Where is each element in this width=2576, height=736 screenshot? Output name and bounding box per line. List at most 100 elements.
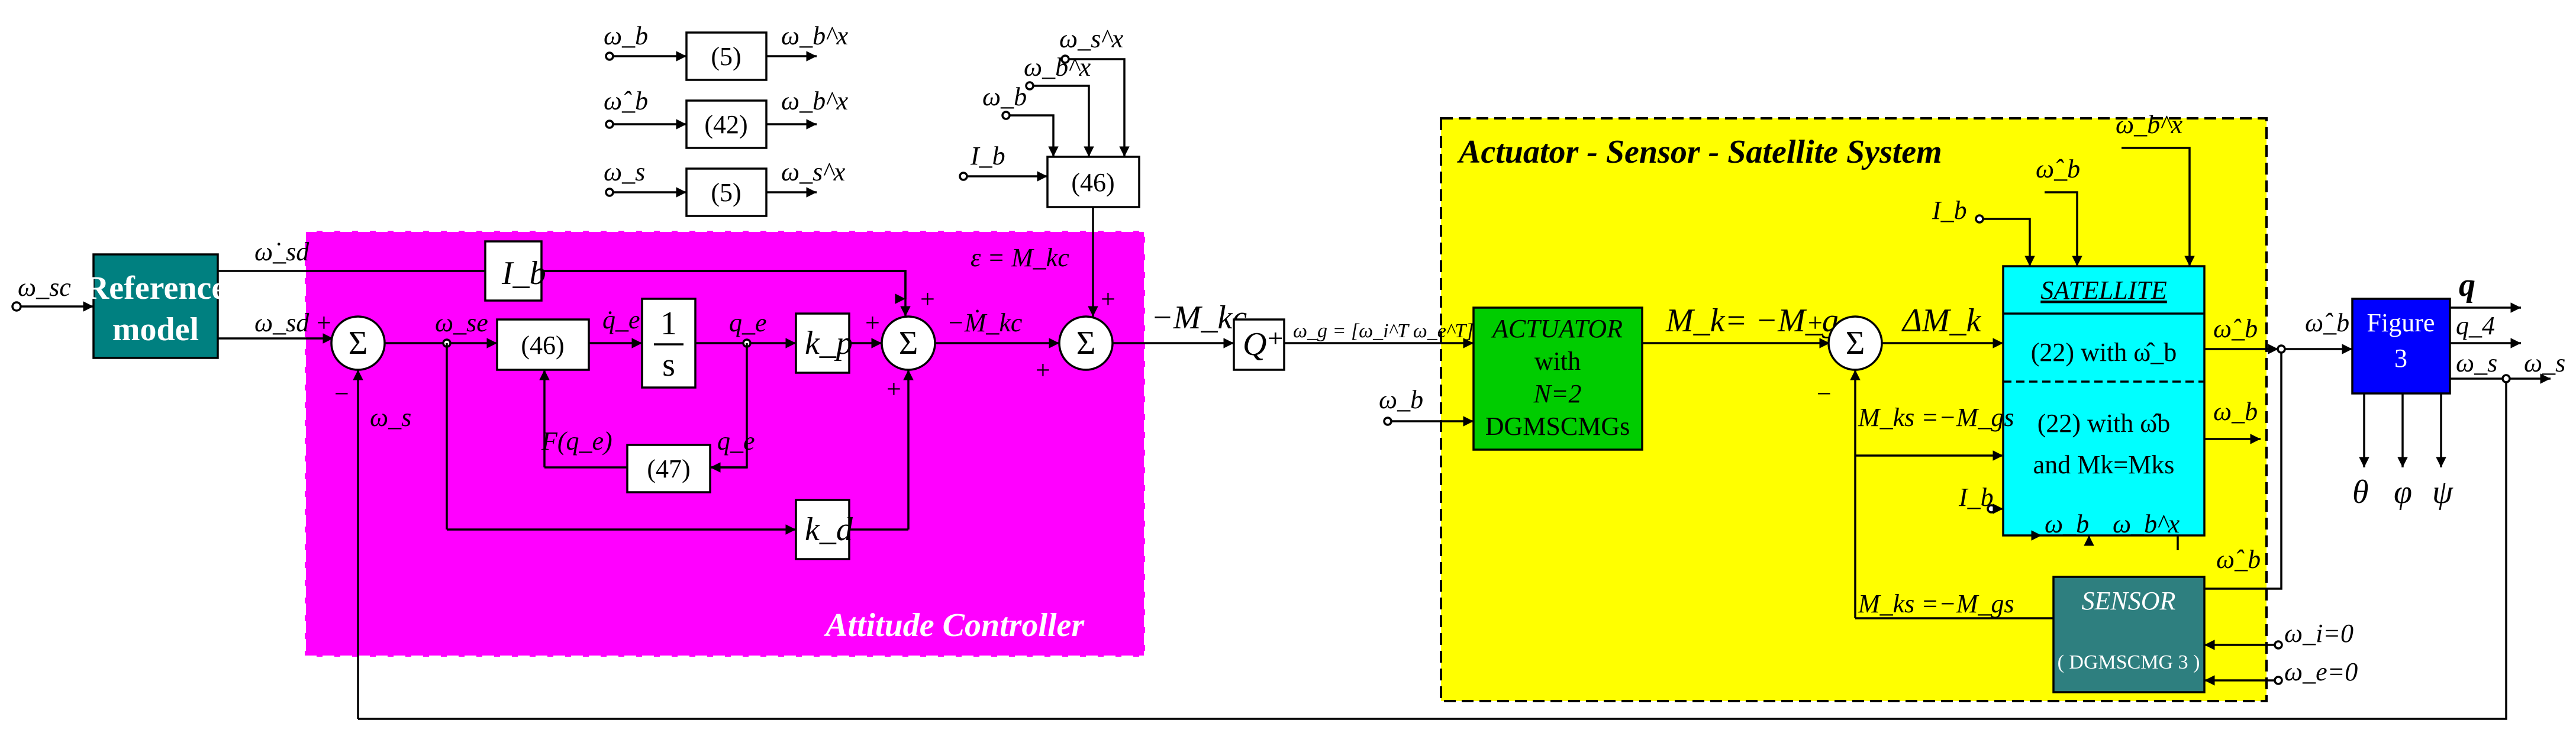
m-kc-dot-label: −Ṁ_kc (947, 308, 1023, 337)
psi-label: ψ (2432, 474, 2454, 511)
ib-top-label: I_b (970, 141, 1005, 170)
svg-text:SATELLITE: SATELLITE (2040, 276, 2167, 305)
svg-text:ω_s^x: ω_s^x (781, 157, 846, 186)
satellite-block (2002, 265, 2206, 537)
svg-text:k_p: k_p (805, 325, 853, 361)
w-s-feedback-label: ω_s (370, 403, 411, 432)
svg-text:Σ: Σ (1846, 325, 1865, 361)
controller-region-label: Attitude Controller (824, 607, 1085, 644)
svg-text:+: + (1808, 308, 1823, 337)
svg-text:+: + (1101, 285, 1115, 314)
svg-text:ω̂_b: ω̂_b (2305, 308, 2349, 337)
eq5a-block (685, 31, 768, 81)
q-e-dot-label: q̇_e (602, 305, 640, 334)
w-b-hat-out-label: ω̂_b (2213, 314, 2258, 343)
svg-text:ω_s: ω_s (604, 157, 645, 186)
integrator-block (641, 298, 697, 389)
m-k-label: M_k= −M_g (1665, 302, 1839, 339)
svg-text:+: + (886, 375, 901, 403)
svg-text:(5): (5) (711, 178, 741, 207)
svg-text:ω_b^x: ω_b^x (781, 21, 849, 50)
svg-text:ω_b^x: ω_b^x (2116, 110, 2183, 139)
svg-text:q_e: q_e (717, 427, 755, 456)
q4-label: q_4 (2456, 311, 2495, 340)
svg-text:I_b: I_b (1932, 196, 1967, 225)
figure3-block (2351, 298, 2451, 395)
minus-m-kc-label: −M_kc (1151, 299, 1247, 336)
svg-text:Figure: Figure (2367, 308, 2435, 337)
pseudo-inverse-block (1233, 318, 1285, 371)
svg-text:ω_b: ω_b (1379, 385, 1423, 414)
delta-m-k-label: ΔM_k (1901, 302, 1982, 339)
gain-kd-block (795, 499, 850, 560)
gain-ib-label: I_b (501, 255, 546, 292)
svg-text:I_b: I_b (1958, 483, 1994, 512)
eps-label: ε = M_kc (971, 243, 1069, 272)
f-qe-label: F(q_e) (541, 427, 612, 456)
svg-text:(22) with ω̂b: (22) with ω̂b (2037, 409, 2171, 438)
reference-model-label: Reference (85, 270, 226, 306)
svg-text:+: + (865, 308, 880, 337)
svg-text:Σ: Σ (899, 325, 918, 361)
svg-text:(22) with ω̂_b: (22) with ω̂_b (2031, 338, 2177, 367)
svg-text:and Mk=Mks: and Mk=Mks (2033, 450, 2175, 479)
w-sd-dot-label: ω̇_sd (254, 237, 309, 266)
svg-text:s: s (662, 347, 675, 383)
sensor-block (2052, 576, 2206, 693)
svg-text:(42): (42) (704, 110, 747, 139)
eq47-block (626, 444, 711, 493)
svg-text:( DGMSCMG 3 ): ( DGMSCMG 3 ) (2058, 651, 2200, 673)
eq46-top-block (1046, 156, 1140, 208)
svg-text:ω_s: ω_s (2524, 348, 2565, 377)
gain-kp-block (795, 312, 850, 374)
svg-text:(5): (5) (711, 42, 741, 71)
w-g-label: ω_g = [ω_i^T ω_e^T]^T (1293, 320, 1495, 342)
svg-text:+: + (317, 308, 331, 337)
gain-ib-block (484, 240, 543, 302)
svg-text:ω_b: ω_b (982, 82, 1027, 111)
svg-text:Q⁺: Q⁺ (1243, 326, 1284, 363)
svg-text:ω_e=0: ω_e=0 (2284, 657, 2358, 686)
svg-text:ACTUATOR: ACTUATOR (1491, 314, 1623, 343)
svg-text:(46): (46) (521, 331, 564, 360)
svg-text:ω_b^x: ω_b^x (781, 86, 849, 115)
eq42-block (685, 99, 768, 149)
svg-text:ω_i=0: ω_i=0 (2284, 619, 2353, 648)
system-region-label: Actuator - Sensor - Satellite System (1457, 134, 1942, 170)
svg-text:ω_b^x: ω_b^x (1024, 53, 1091, 82)
svg-text:ω̂_b: ω̂_b (604, 86, 648, 115)
svg-text:Σ: Σ (349, 325, 368, 361)
svg-text:+: + (1036, 356, 1050, 385)
svg-text:+: + (920, 285, 935, 314)
w-se-label: ω_se (435, 308, 488, 337)
actuator-block (1472, 306, 1643, 451)
svg-text:(47): (47) (647, 454, 690, 483)
svg-text:ω_s^x: ω_s^x (1059, 24, 1124, 53)
svg-text:k_d: k_d (805, 511, 853, 548)
svg-text:3: 3 (2394, 344, 2407, 373)
reference-model-block (92, 253, 219, 359)
attitude-controller-region (304, 230, 1146, 658)
svg-text:1: 1 (660, 305, 677, 342)
svg-text:ω̂_b: ω̂_b (2216, 545, 2261, 574)
eq46-controller-block (496, 318, 590, 371)
w-s-out-label: ω_s (2456, 348, 2497, 377)
svg-text:DGMSCMGs: DGMSCMGs (1485, 412, 1630, 441)
svg-text:ω_b: ω_b (604, 21, 648, 50)
theta-label: θ (2352, 474, 2369, 511)
phi-label: φ (2394, 474, 2412, 511)
q-label: q (2459, 267, 2475, 304)
w-b-out-label: ω_b (2213, 397, 2258, 426)
svg-text:ω̂_b: ω̂_b (2036, 154, 2080, 183)
svg-text:Σ: Σ (1076, 325, 1096, 361)
svg-text:with: with (1534, 347, 1581, 376)
svg-text:(46): (46) (1071, 168, 1114, 197)
svg-text:−: − (1817, 379, 1832, 408)
m-ks-label-lower: M_ks =−M_gs (1858, 589, 2014, 618)
svg-text:ω_b^x: ω_b^x (2113, 509, 2180, 538)
m-ks-label-upper: M_ks =−M_gs (1858, 403, 2014, 432)
svg-text:ω_b: ω_b (2045, 509, 2089, 538)
svg-text:N=2: N=2 (1533, 379, 1581, 408)
svg-text:SENSOR: SENSOR (2082, 586, 2176, 615)
